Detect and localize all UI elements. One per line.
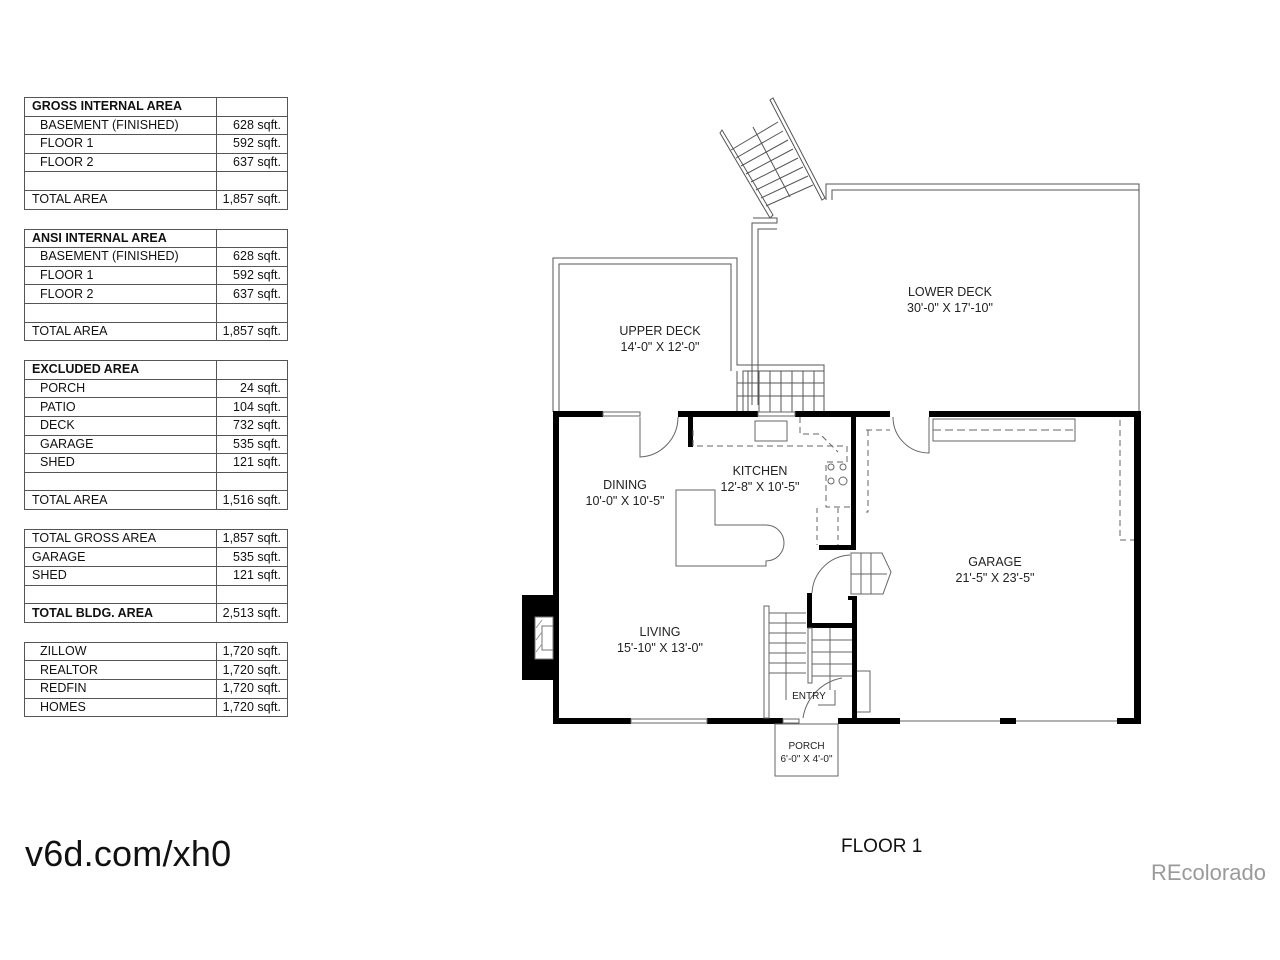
exterior-stairs-icon [719,97,826,219]
floor-label: FLOOR 1 [841,836,923,857]
door-icon [639,416,679,458]
area-tables: GROSS INTERNAL AREA BASEMENT (FINISHED)6… [24,97,288,736]
fireplace-icon [534,616,554,660]
floorplan-url: v6d.com/xh0 [25,833,232,874]
window-icon [757,411,796,417]
window-icon [602,411,641,417]
room-label-living: LIVING 15'-10" X 13'-0" [617,625,703,655]
garage-stairs-icon [850,552,892,595]
watermark: REcolorado [1151,860,1266,885]
room-label-garage: GARAGE 21'-5" X 23'-5" [955,555,1035,585]
sink-icon [754,420,788,442]
table-title: EXCLUDED AREA [24,360,217,380]
door-icon [811,554,851,594]
room-label-upper-deck: UPPER DECK 14'-0" X 12'-0" [619,324,701,354]
window-icon [630,718,708,724]
table-title: ANSI INTERNAL AREA [24,228,217,249]
room-label-porch: PORCH 6'-0" X 4'-0" [780,741,833,765]
table-row: BASEMENT (FINISHED)628 sqft. [24,247,288,267]
stove-burner-icon [827,463,835,471]
door-icon [802,677,843,719]
table-row: BASEMENT (FINISHED)628 sqft. [24,115,288,136]
gross-internal-area-table: GROSS INTERNAL AREA BASEMENT (FINISHED)6… [24,97,288,210]
stair-rail [763,605,770,719]
room-label-lower-deck: LOWER DECK 30'-0" X 17'-10" [907,285,993,315]
room-label-kitchen: KITCHEN 12'-8" X 10'-5" [720,464,800,494]
door-icon [892,416,930,454]
room-label-entry: ENTRY [792,691,826,702]
kitchen-island [675,489,785,567]
porch-outline [774,723,839,777]
room-label-dining: DINING 10'-0" X 10'-5" [585,478,665,508]
window-icon [782,718,800,724]
ansi-internal-area-table: ANSI INTERNAL AREA BASEMENT (FINISHED)62… [24,228,288,342]
